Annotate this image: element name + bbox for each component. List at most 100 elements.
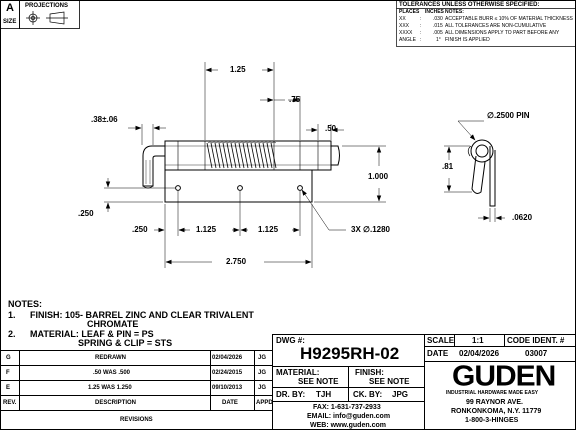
dwg-number: H9295RH-02 [300, 344, 400, 363]
coil-turn-top [207, 141, 213, 144]
hinge-side-view [467, 139, 496, 207]
company-logo: GUDEN [452, 360, 556, 393]
code-ident-value: 03007 [525, 349, 548, 358]
coil-turn [206, 142, 213, 169]
dim-1-125-a: 1.125 [196, 225, 217, 234]
coil-turn-top [263, 141, 269, 144]
coil-turn [270, 142, 277, 169]
dim-0-81: .81 [442, 162, 454, 171]
tolerance-title: TOLERANCES UNLESS OTHERWISE SPECIFIED: [399, 2, 540, 8]
dwg-label: DWG #: [276, 336, 305, 345]
dim-0-50: .50 [325, 124, 337, 133]
dim-0-38: .38±.06 [91, 115, 118, 124]
coil-turn-top [235, 141, 241, 144]
revisions-footer: REVISIONS [120, 417, 153, 423]
coil-turn-top [219, 141, 225, 144]
coil-turn [246, 142, 253, 169]
address-line-3: 1-800-3-HINGES [465, 417, 519, 424]
rev-appd-cell: JG [258, 385, 267, 391]
rev-cell: F [6, 370, 10, 376]
tol-place: XX [399, 16, 406, 22]
tol-place: ANGLE [399, 37, 416, 43]
tol-sep: : [420, 37, 422, 43]
email-text: EMAIL: info@guden.com [307, 413, 391, 420]
address-line-2: RONKONKOMA, N.Y. 11779 [451, 408, 542, 415]
drawn-by-label: DR. BY: [276, 390, 306, 399]
tol-place: XXX [399, 23, 410, 29]
company-tagline: INDUSTRIAL HARDWARE MADE EASY [446, 390, 539, 396]
dim-1-125-b: 1.125 [258, 225, 279, 234]
tol-note: ALL TOLERANCES ARE NON-CUMULATIVE [445, 23, 547, 29]
tol-header-inches: INCHES [425, 9, 444, 15]
size-value: A [6, 2, 14, 14]
code-ident-label: CODE IDENT. # [507, 336, 565, 345]
coil-turn-top [251, 141, 257, 144]
tol-inches: .030 [433, 16, 443, 22]
coil-turn [218, 142, 225, 169]
header-rev: REV. [3, 400, 17, 406]
tol-note: ALL DIMENSIONS APPLY TO PART BEFORE ANY [445, 30, 560, 36]
drawn-by-value: TJH [316, 390, 332, 399]
coil-turn-top [231, 141, 237, 144]
coil-turn [242, 142, 249, 169]
checked-by-label: CK. BY: [353, 390, 383, 399]
coil-turn [230, 142, 237, 169]
dim-1-25: 1.25 [230, 65, 246, 74]
dim-1-000: 1.000 [368, 172, 389, 181]
scale-label: SCALE [427, 336, 455, 345]
dim-0-250-bottom: .250 [132, 225, 148, 234]
coil-turn [214, 142, 221, 169]
coil-turn-top [243, 141, 249, 144]
fax-text: FAX: 1-631-737-2933 [313, 404, 381, 411]
hinge-front-view [142, 140, 340, 203]
tol-inches: .005 [433, 30, 443, 36]
tol-inches: .015 [433, 23, 443, 29]
rev-date-cell: 02/04/2026 [212, 355, 243, 361]
coil-turn [210, 142, 217, 169]
coil-turn [226, 142, 233, 169]
coil-turn-top [271, 141, 277, 144]
header-date: DATE [222, 400, 238, 406]
dim-0-250-left: .250 [78, 209, 94, 218]
note-2-line-1: MATERIAL: LEAF & PIN = PS [30, 329, 154, 339]
coil-turn [254, 142, 261, 169]
coil-turn-top [215, 141, 221, 144]
web-text: WEB: www.guden.com [310, 422, 386, 429]
tol-header-places: PLACES [399, 9, 420, 15]
scale-value: 1:1 [472, 336, 484, 345]
projection-symbol-icon [26, 11, 68, 25]
rev-desc-cell: 1.25 WAS 1.250 [88, 385, 132, 391]
rev-appd-cell: JG [258, 370, 267, 376]
note-1-line-2: CHROMATE [87, 319, 139, 329]
coil-turn-top [227, 141, 233, 144]
material-value: SEE NOTE [298, 377, 339, 386]
material-label: MATERIAL: [276, 368, 320, 377]
coil-turn-top [239, 141, 245, 144]
rev-date-cell: 09/10/2013 [212, 385, 243, 391]
tol-sep: : [420, 30, 422, 36]
side-dimension-lines [444, 120, 505, 222]
projections-label: PROJECTIONS [25, 3, 69, 9]
tol-note: ACCEPTABLE BURR ≤ 10% OF MATERIAL THICKN… [445, 16, 573, 22]
rev-cell: G [6, 355, 11, 361]
dim-0-75: .75 [289, 95, 301, 104]
address-line-1: 99 RAYNOR AVE. [466, 399, 523, 406]
coil-turn-top [247, 141, 253, 144]
header-description: DESCRIPTION [95, 400, 137, 406]
notes-title: NOTES: [8, 299, 43, 309]
tol-header-notes: NOTES: [445, 9, 464, 15]
tol-sep: : [420, 16, 422, 22]
date-value: 02/04/2026 [459, 349, 500, 358]
spring-coil [206, 141, 277, 169]
coil-turn-top [267, 141, 273, 144]
dim-pin: ∅.2500 PIN [487, 111, 530, 120]
tol-place: XXXX [399, 30, 413, 36]
note-2-line-2: SPRING & CLIP = STS [78, 338, 173, 348]
coil-turn [234, 142, 241, 169]
rev-desc-cell: REDRAWN [95, 355, 126, 361]
coil-turn [238, 142, 245, 169]
coil-turn [262, 142, 269, 169]
tol-sep: : [420, 23, 422, 29]
rev-cell: E [6, 385, 11, 391]
note-1-number: 1. [8, 310, 16, 320]
